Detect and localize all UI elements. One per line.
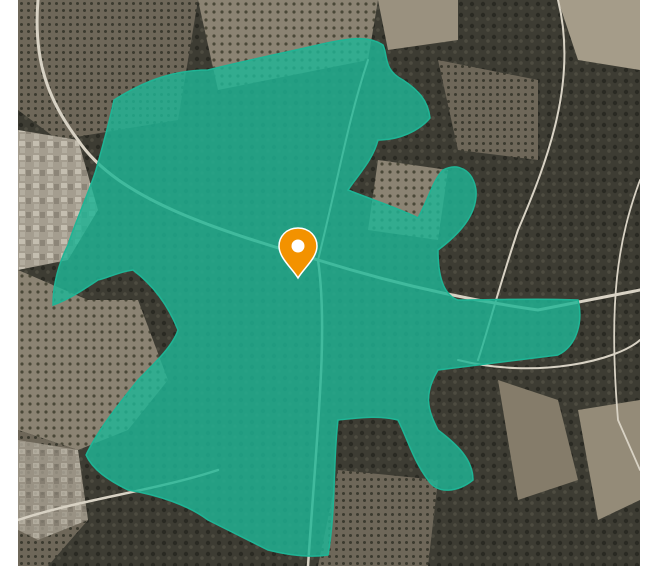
map-canvas[interactable]	[18, 0, 640, 566]
location-pin-icon[interactable]	[278, 227, 318, 280]
isochrone-area[interactable]	[52, 37, 581, 557]
map-viewport[interactable]	[18, 0, 640, 566]
